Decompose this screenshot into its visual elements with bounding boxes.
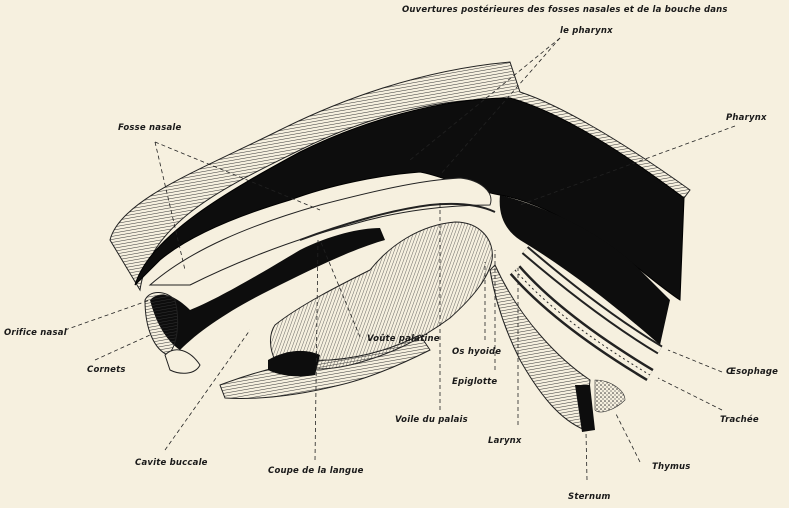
label-cavite-buccale: Cavite buccale (135, 458, 208, 468)
label-voile-palais: Voile du palais (395, 415, 468, 425)
thymus-shape (595, 380, 625, 412)
label-fosse-nasale: Fosse nasale (118, 123, 182, 133)
label-thymus: Thymus (652, 462, 691, 472)
label-orifice-nasal: Orifice nasal (4, 328, 67, 338)
label-pharynx: Pharynx (726, 113, 767, 123)
lip-lower (165, 350, 200, 373)
label-larynx: Larynx (488, 436, 522, 446)
label-oesophage: Œsophage (726, 367, 778, 377)
label-coupe-langue: Coupe de la langue (268, 466, 364, 476)
label-trachee: Trachée (720, 415, 759, 425)
label-sternum: Sternum (568, 492, 611, 502)
label-os-hyoide: Os hyoide (452, 347, 501, 357)
cornets-shape (145, 293, 178, 356)
label-ouvertures-line1: Ouvertures postérieures des fosses nasal… (402, 5, 728, 15)
label-epiglotte: Epiglotte (452, 377, 497, 387)
label-ouvertures-line2: le pharynx (560, 26, 613, 36)
label-voute-palatine: Voûte palatine (367, 334, 440, 344)
label-cornets: Cornets (87, 365, 126, 375)
